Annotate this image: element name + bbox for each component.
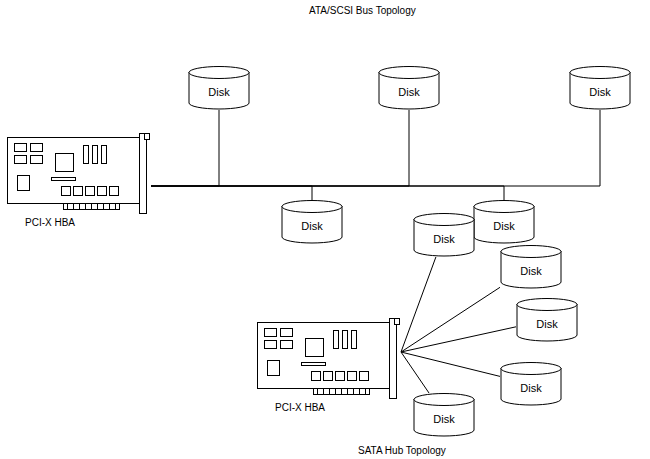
disk-node: Disk [413, 213, 475, 257]
bus-connector [151, 186, 504, 200]
disk-label: Disk [516, 318, 578, 330]
hba-label: PCI-X HBA [275, 402, 325, 413]
bus-connector [151, 186, 312, 200]
hub-connector [401, 352, 429, 393]
disk-node: Disk [413, 393, 475, 437]
diagram-title: ATA/SCSI Bus Topology [309, 5, 416, 16]
bus-connector [151, 110, 600, 186]
disk-label: Disk [281, 220, 343, 232]
hub-connector [401, 352, 500, 376]
disk-label: Disk [500, 382, 562, 394]
disk-node: Disk [569, 66, 631, 110]
disk-node: Disk [378, 66, 440, 110]
disk-node: Disk [500, 245, 562, 289]
hba-node: PCI-X HBA [255, 318, 401, 416]
hub-connector [401, 327, 516, 352]
hub-connector [401, 257, 436, 352]
diagram-caption: SATA Hub Topology [358, 445, 446, 456]
disk-label: Disk [500, 265, 562, 277]
disk-node: Disk [281, 200, 343, 244]
disk-node: Disk [516, 298, 578, 342]
disk-label: Disk [378, 86, 440, 98]
disk-node: Disk [473, 200, 535, 244]
disk-label: Disk [188, 86, 250, 98]
disk-label: Disk [413, 413, 475, 425]
disk-label: Disk [413, 233, 475, 245]
disk-node: Disk [500, 362, 562, 406]
disk-label: Disk [569, 86, 631, 98]
hba-label: PCI-X HBA [25, 217, 75, 228]
hub-connector [401, 287, 500, 352]
hba-card [255, 318, 401, 400]
bus-connector [151, 110, 409, 186]
disk-node: Disk [188, 66, 250, 110]
disk-label: Disk [473, 220, 535, 232]
hba-node: PCI-X HBA [5, 133, 151, 231]
hba-card [5, 133, 151, 215]
bus-connector [151, 110, 219, 186]
